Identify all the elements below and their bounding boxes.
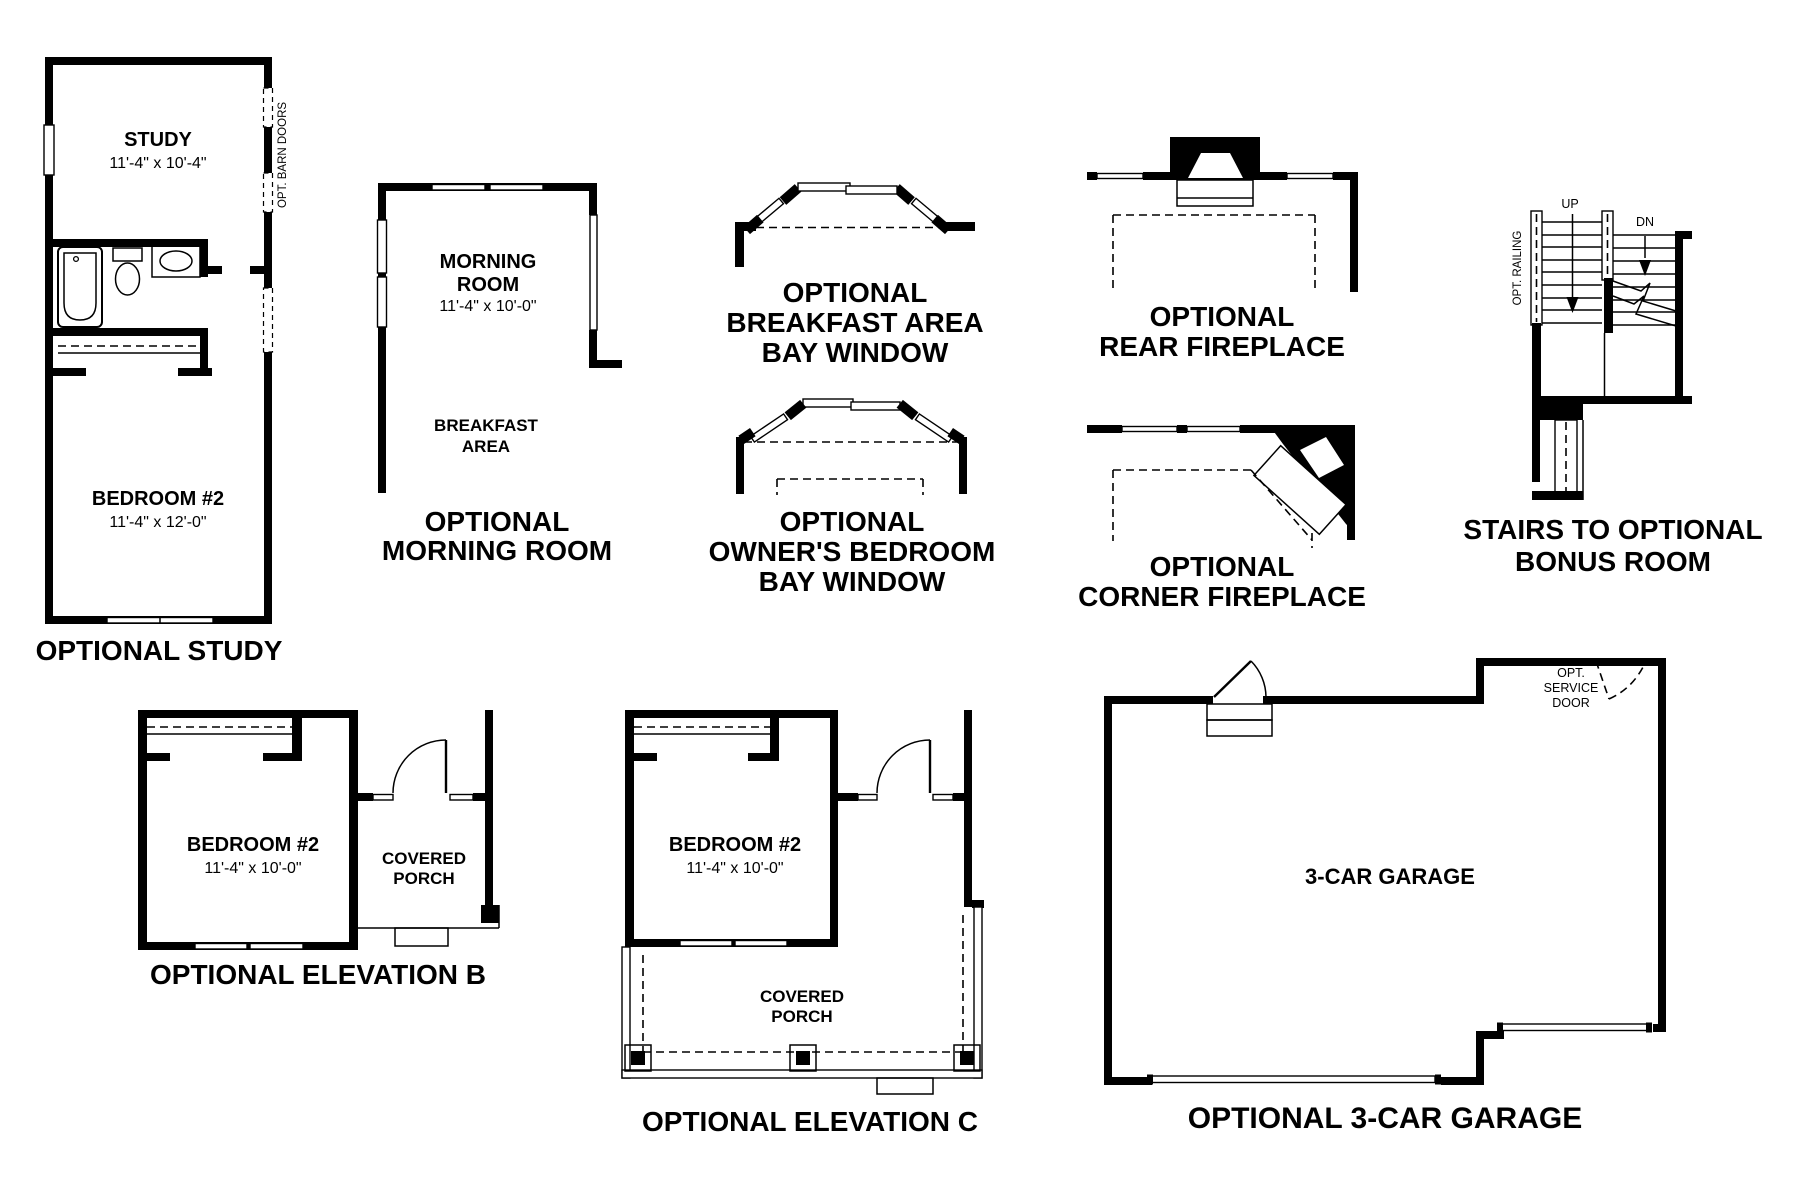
morning-room-dims: 11'-4" x 10'-0" <box>439 298 536 315</box>
morning-room-name-line2: ROOM <box>457 274 519 296</box>
caption-owners-bay-line2: OWNER'S BEDROOM <box>709 536 996 567</box>
caption-corner-fireplace-line1: OPTIONAL <box>1150 551 1295 582</box>
caption-optional-morning-room-line1: OPTIONAL <box>425 506 570 537</box>
elevation-c-bedroom-name: BEDROOM #2 <box>669 834 801 856</box>
porch-column <box>624 1044 652 1072</box>
porch-column <box>953 1044 981 1072</box>
optional-service-door <box>1595 660 1647 700</box>
elevation-c-porch-label-line1: COVERED <box>760 987 844 1006</box>
down-arrowhead <box>1639 260 1651 276</box>
caption-rear-fireplace-line2: REAR FIREPLACE <box>1099 331 1345 362</box>
elevation-c-porch-label-line2: PORCH <box>771 1007 832 1026</box>
caption-breakfast-bay-line3: BAY WINDOW <box>762 337 949 368</box>
caption-rear-fireplace-line1: OPTIONAL <box>1150 301 1295 332</box>
optional-morning-room-plan: MORNING ROOM 11'-4" x 10'-0" BREAKFAST A… <box>376 183 622 566</box>
caption-stairs-line1: STAIRS TO OPTIONAL <box>1463 514 1762 545</box>
garage-walls <box>1104 658 1666 1085</box>
up-label: UP <box>1561 197 1578 211</box>
porch-door <box>392 739 448 794</box>
study-walls <box>43 57 274 624</box>
service-door-note-line2: SERVICE <box>1544 681 1599 695</box>
caption-optional-study: OPTIONAL STUDY <box>36 635 283 666</box>
bedroom2-name: BEDROOM #2 <box>92 488 224 510</box>
stair-break-symbol <box>1612 280 1677 327</box>
hearth <box>1176 179 1254 207</box>
caption-garage: OPTIONAL 3-CAR GARAGE <box>1188 1102 1582 1135</box>
bedroom2-dims: 11'-4" x 12'-0" <box>109 514 206 531</box>
porch-door <box>876 739 932 794</box>
elevation-c-walls <box>625 710 984 947</box>
study-room-dims: 11'-4" x 10'-4" <box>109 155 206 172</box>
caption-corner-fireplace-line2: CORNER FIREPLACE <box>1078 581 1366 612</box>
owners-bedroom-bay-window-plan: OPTIONAL OWNER'S BEDROOM BAY WINDOW <box>709 398 996 597</box>
corner-firebox <box>1300 437 1344 478</box>
stairs-plan: UP DN OPT. RAILING STAIRS TO <box>1463 197 1762 577</box>
wraparound-porch <box>621 906 983 1095</box>
caption-breakfast-bay-line1: OPTIONAL <box>783 277 928 308</box>
caption-breakfast-bay-line2: BREAKFAST AREA <box>726 307 983 338</box>
rear-fireplace-plan: OPTIONAL REAR FIREPLACE <box>1087 137 1358 362</box>
barn-doors-note: OPT. BARN DOORS <box>277 102 289 208</box>
sink <box>151 245 201 278</box>
elevation-b-walls <box>138 710 500 950</box>
elevation-b-bedroom-dims: 11'-4" x 10'-0" <box>204 860 301 877</box>
bathtub <box>57 246 103 328</box>
firebox <box>1188 153 1243 178</box>
garage-door-double <box>1147 1074 1441 1085</box>
porch-step <box>876 1077 934 1095</box>
study-room-name: STUDY <box>124 129 192 151</box>
elevation-b-porch-label-line2: PORCH <box>393 869 454 888</box>
garage-room-name: 3-CAR GARAGE <box>1305 864 1475 889</box>
opt-railing-note: OPT. RAILING <box>1512 231 1524 306</box>
caption-elevation-c: OPTIONAL ELEVATION C <box>642 1106 978 1137</box>
caption-stairs-line2: BONUS ROOM <box>1515 546 1711 577</box>
morning-room-name-line1: MORNING <box>440 251 537 273</box>
elevation-b-plan: BEDROOM #2 11'-4" x 10'-0" COVERED PORCH… <box>138 710 500 990</box>
caption-owners-bay-line3: BAY WINDOW <box>759 566 946 597</box>
morning-room-walls <box>376 183 622 493</box>
breakfast-area-label-line2: AREA <box>462 437 510 456</box>
corner-fireplace-plan: OPTIONAL CORNER FIREPLACE <box>1078 425 1366 612</box>
service-door-note-line3: DOOR <box>1552 696 1590 710</box>
porch-column <box>789 1044 817 1072</box>
down-label: DN <box>1636 215 1654 229</box>
up-arrowhead <box>1566 297 1579 313</box>
three-car-garage-plan: OPT. SERVICE DOOR 3-CAR GARAGE OPTIONAL … <box>1104 658 1666 1135</box>
entry-door <box>1206 660 1273 737</box>
elevation-b-porch-label-line1: COVERED <box>382 849 466 868</box>
breakfast-area-label-line1: BREAKFAST <box>434 416 539 435</box>
caption-elevation-b: OPTIONAL ELEVATION B <box>150 959 486 990</box>
elevation-c-plan: BEDROOM #2 11'-4" x 10'-0" COVERED PORCH… <box>621 710 984 1137</box>
porch-step <box>394 927 449 947</box>
elevation-c-bedroom-dims: 11'-4" x 10'-0" <box>686 860 783 877</box>
optional-study-plan: STUDY 11'-4" x 10'-4" OPT. BARN DOORS BE… <box>36 57 289 666</box>
corner-fireplace-unit <box>1252 444 1348 536</box>
garage-door-single <box>1497 1022 1652 1033</box>
caption-optional-morning-room-line2: MORNING ROOM <box>382 535 612 566</box>
service-door-note-line1: OPT. <box>1557 666 1585 680</box>
toilet <box>112 247 143 296</box>
elevation-b-bedroom-name: BEDROOM #2 <box>187 834 319 856</box>
breakfast-bay-window-plan: OPTIONAL BREAKFAST AREA BAY WINDOW <box>726 182 984 368</box>
caption-owners-bay-line1: OPTIONAL <box>780 506 925 537</box>
